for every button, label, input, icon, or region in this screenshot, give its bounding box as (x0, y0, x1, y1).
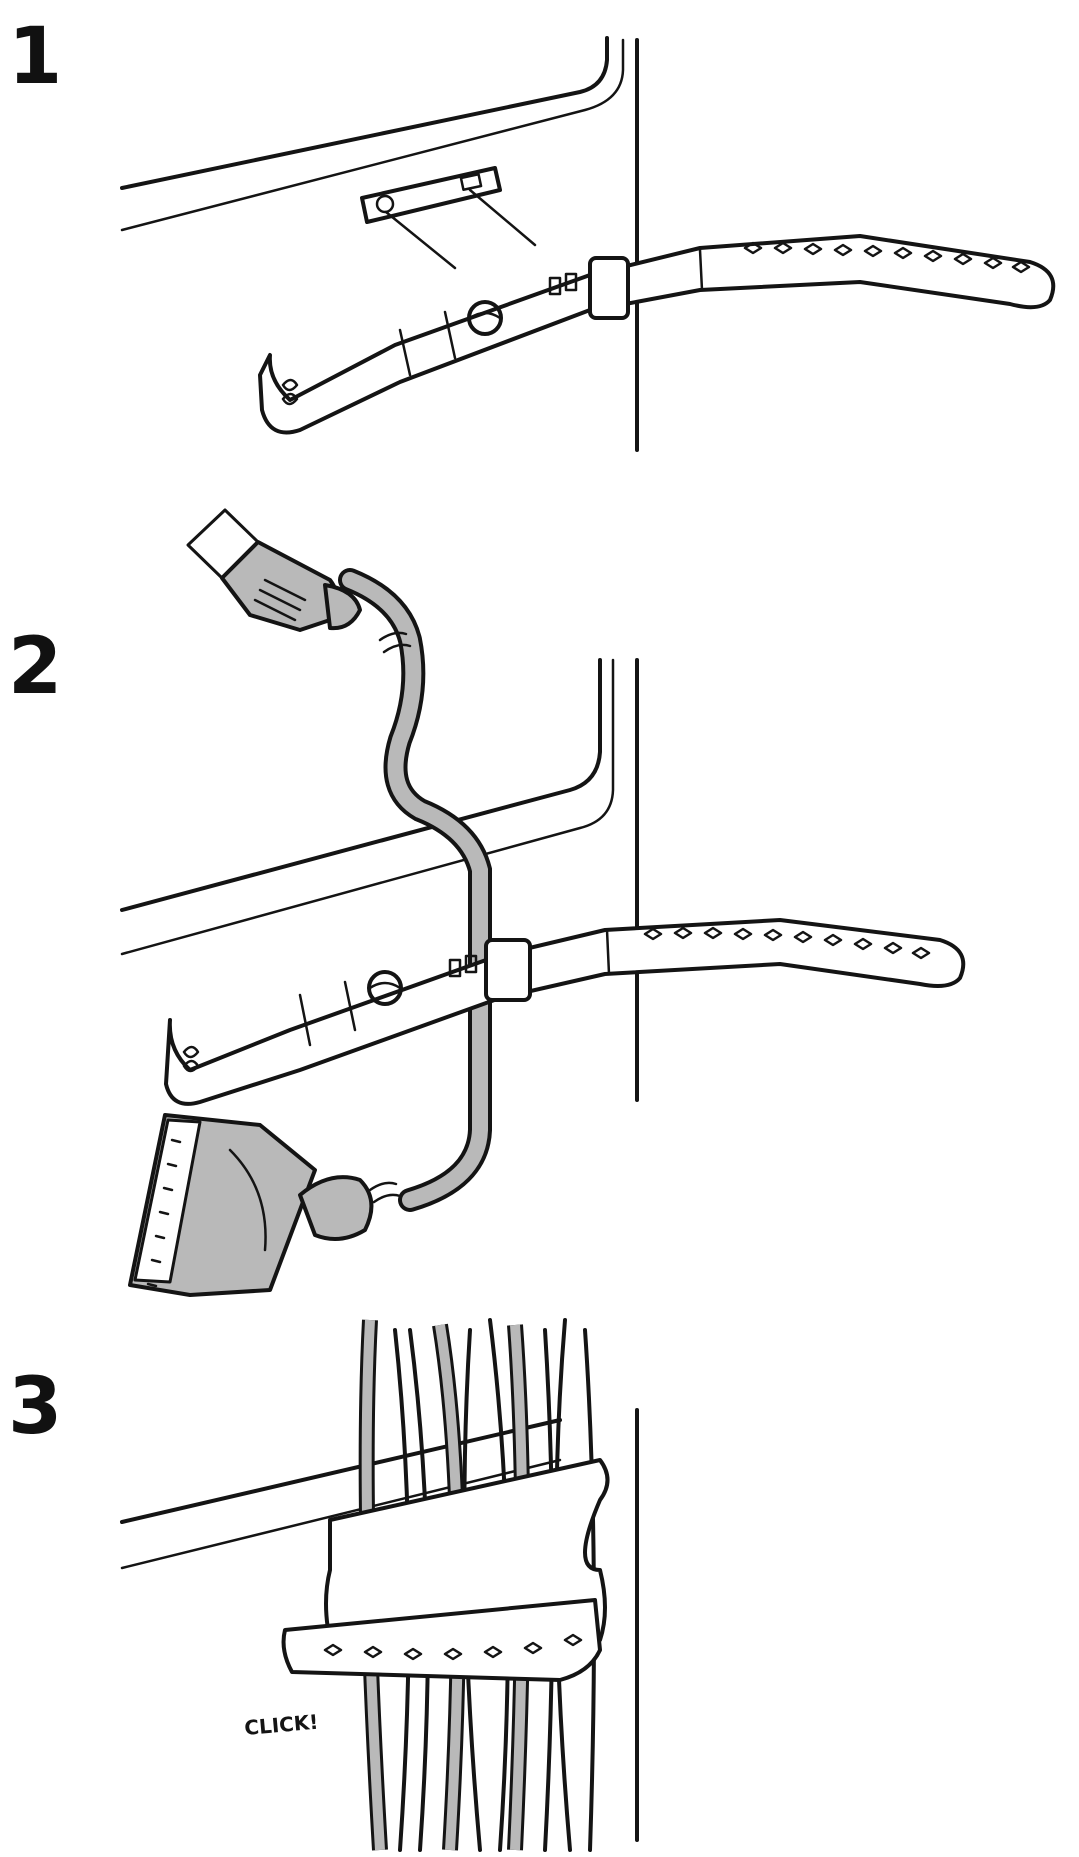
hdmi-cable (338, 568, 492, 1212)
cable-clip-strap (258, 234, 1056, 435)
mounting-bracket (360, 166, 537, 270)
step-3-illustration: CLICK! (120, 1318, 639, 1852)
step-number-1: 1 (8, 12, 63, 102)
tv-back-outline (120, 36, 639, 452)
strap-holes (643, 926, 931, 960)
strap-holes (323, 1633, 583, 1661)
click-label: CLICK! (243, 1710, 319, 1740)
tv-back-outline (120, 658, 639, 1102)
hdmi-plug (186, 508, 362, 632)
scart-plug (128, 1113, 374, 1297)
tv-back-outline (120, 1408, 639, 1842)
step-number-2: 2 (8, 622, 63, 712)
step-2-illustration (120, 508, 966, 1297)
step-number-3: 3 (8, 1362, 63, 1452)
cable-clip-strap (164, 918, 966, 1106)
step-1-illustration (120, 36, 1056, 452)
strap-holes (743, 241, 1031, 274)
cable-clip-strap (281, 1458, 610, 1682)
